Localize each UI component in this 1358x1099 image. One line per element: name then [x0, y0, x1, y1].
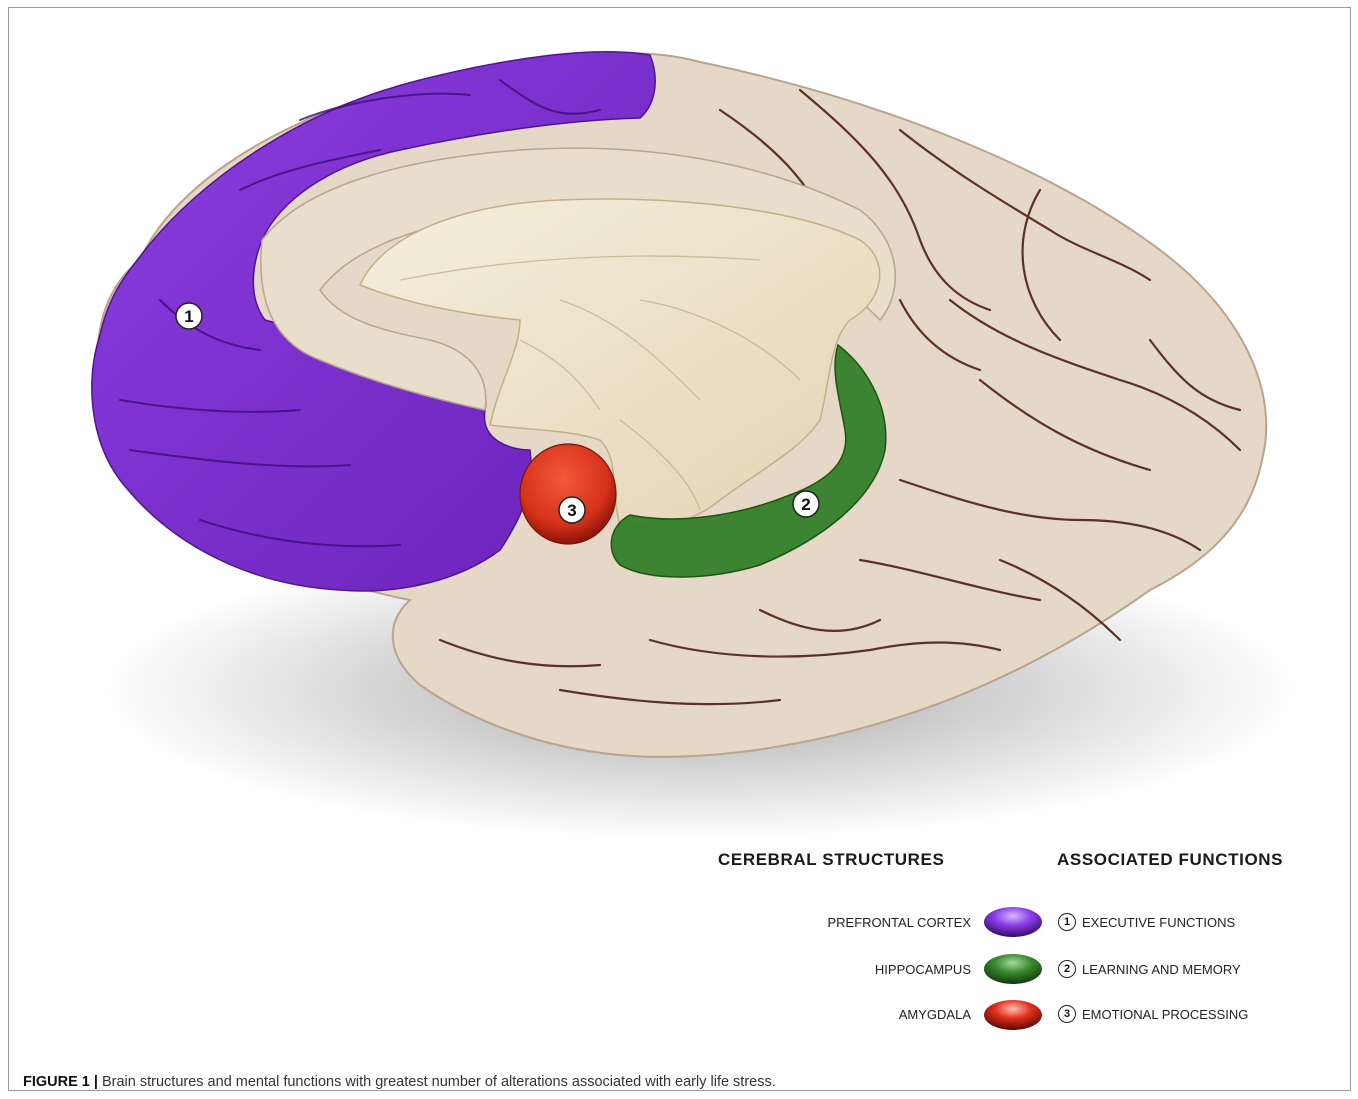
caption-text: Brain structures and mental functions wi…	[98, 1074, 776, 1090]
legend-function-label: EMOTIONAL PROCESSING	[1082, 1007, 1248, 1022]
legend-structure-label: PREFRONTAL CORTEX	[827, 915, 971, 930]
legend-function-label: LEARNING AND MEMORY	[1082, 962, 1241, 977]
legend-structure-label: AMYGDALA	[899, 1007, 971, 1022]
marker-3: 3	[559, 497, 585, 523]
legend-number-badge: 2	[1058, 960, 1076, 978]
swatch-amygdala-icon	[984, 1000, 1042, 1030]
amygdala-region	[520, 444, 616, 544]
caption-label: FIGURE 1 |	[23, 1074, 98, 1090]
svg-text:3: 3	[567, 501, 576, 520]
swatch-hippocampus-icon	[984, 954, 1042, 984]
svg-text:2: 2	[801, 495, 810, 514]
figure-caption: FIGURE 1 | Brain structures and mental f…	[23, 1074, 776, 1090]
legend-function-label: EXECUTIVE FUNCTIONS	[1082, 915, 1235, 930]
svg-text:1: 1	[184, 307, 193, 326]
marker-2: 2	[793, 491, 819, 517]
legend-structures-heading: CEREBRAL STRUCTURES	[718, 850, 944, 870]
legend-number-badge: 1	[1058, 913, 1076, 931]
marker-1: 1	[176, 303, 202, 329]
legend-functions-heading: ASSOCIATED FUNCTIONS	[1057, 850, 1283, 870]
legend-structure-label: HIPPOCAMPUS	[875, 962, 971, 977]
legend-number-badge: 3	[1058, 1005, 1076, 1023]
swatch-prefrontal-icon	[984, 907, 1042, 937]
